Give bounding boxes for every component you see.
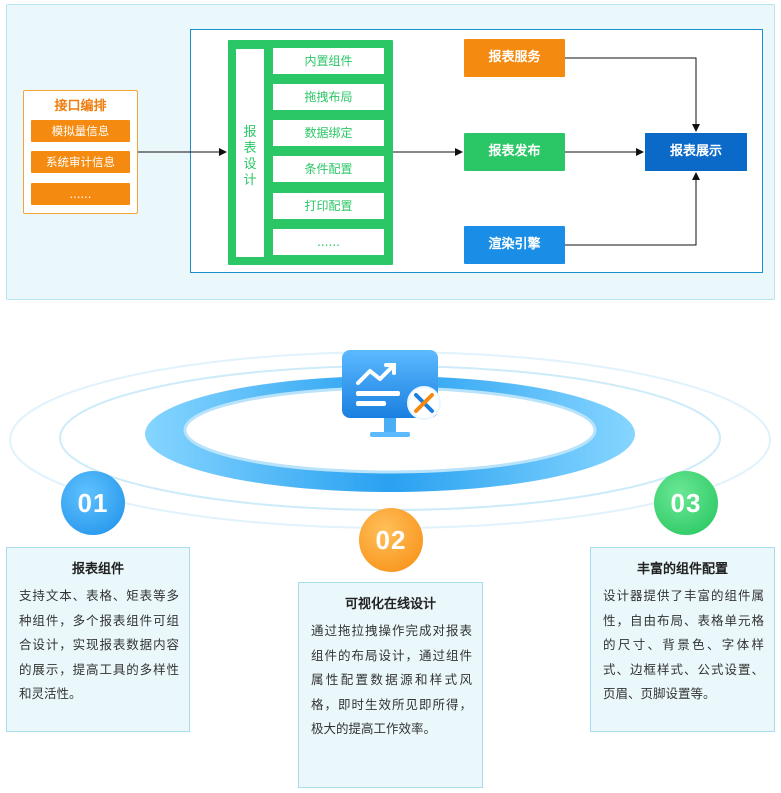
feature-description: 通过拖拉拽操作完成对报表组件的布局设计，通过组件属性配置数据源和样式风格，即时生…: [311, 623, 472, 736]
source-item: 系统审计信息: [31, 151, 130, 173]
designer-item: 内置组件: [273, 48, 384, 74]
feature-number-badge: 01: [61, 471, 125, 535]
source-item: 模拟量信息: [31, 120, 130, 142]
source-item: ......: [31, 183, 130, 205]
report-designer-label: 报 表 设 计: [243, 125, 257, 188]
designer-item: 数据绑定: [273, 120, 384, 146]
feature-description: 设计器提供了丰富的组件属性，自由布局、表格单元格的尺寸、背景色、字体样式、边框样…: [603, 588, 764, 701]
feature-title: 报表组件: [71, 562, 124, 577]
report-publish-box: 报表发布: [464, 133, 565, 171]
feature-title: 丰富的组件配置: [636, 562, 728, 577]
feature-number-badge: 02: [359, 508, 423, 572]
designer-item: 条件配置: [273, 156, 384, 182]
interface-orchestration-title: 接口编排: [54, 99, 107, 114]
connector-lines: [138, 57, 700, 246]
feature-title: 可视化在线设计: [344, 597, 436, 612]
report-display-box: 报表展示: [645, 133, 747, 171]
feature-card-report-components: 报表组件 支持文本、表格、矩表等多种组件，多个报表组件可组合设计，实现报表数据内…: [6, 547, 190, 732]
report-design-monitor-icon: [342, 350, 441, 437]
feature-card-visual-design: 可视化在线设计 通过拖拉拽操作完成对报表组件的布局设计，通过组件属性配置数据源和…: [298, 582, 483, 788]
feature-card-component-config: 丰富的组件配置 设计器提供了丰富的组件属性，自由布局、表格单元格的尺寸、背景色、…: [590, 547, 775, 732]
designer-item: ......: [273, 229, 384, 255]
arrow-service-to-display: [565, 57, 700, 132]
report-service-box: 报表服务: [464, 39, 565, 77]
designer-item: 拖拽布局: [273, 84, 384, 110]
designer-item: 打印配置: [273, 193, 384, 219]
arrow-engine-to-display: [565, 172, 700, 246]
render-engine-box: 渲染引擎: [464, 226, 565, 264]
feature-description: 支持文本、表格、矩表等多种组件，多个报表组件可组合设计，实现报表数据内容的展示，…: [19, 588, 179, 701]
feature-number-badge: 03: [654, 471, 718, 535]
report-designer-label-box: [236, 49, 264, 257]
